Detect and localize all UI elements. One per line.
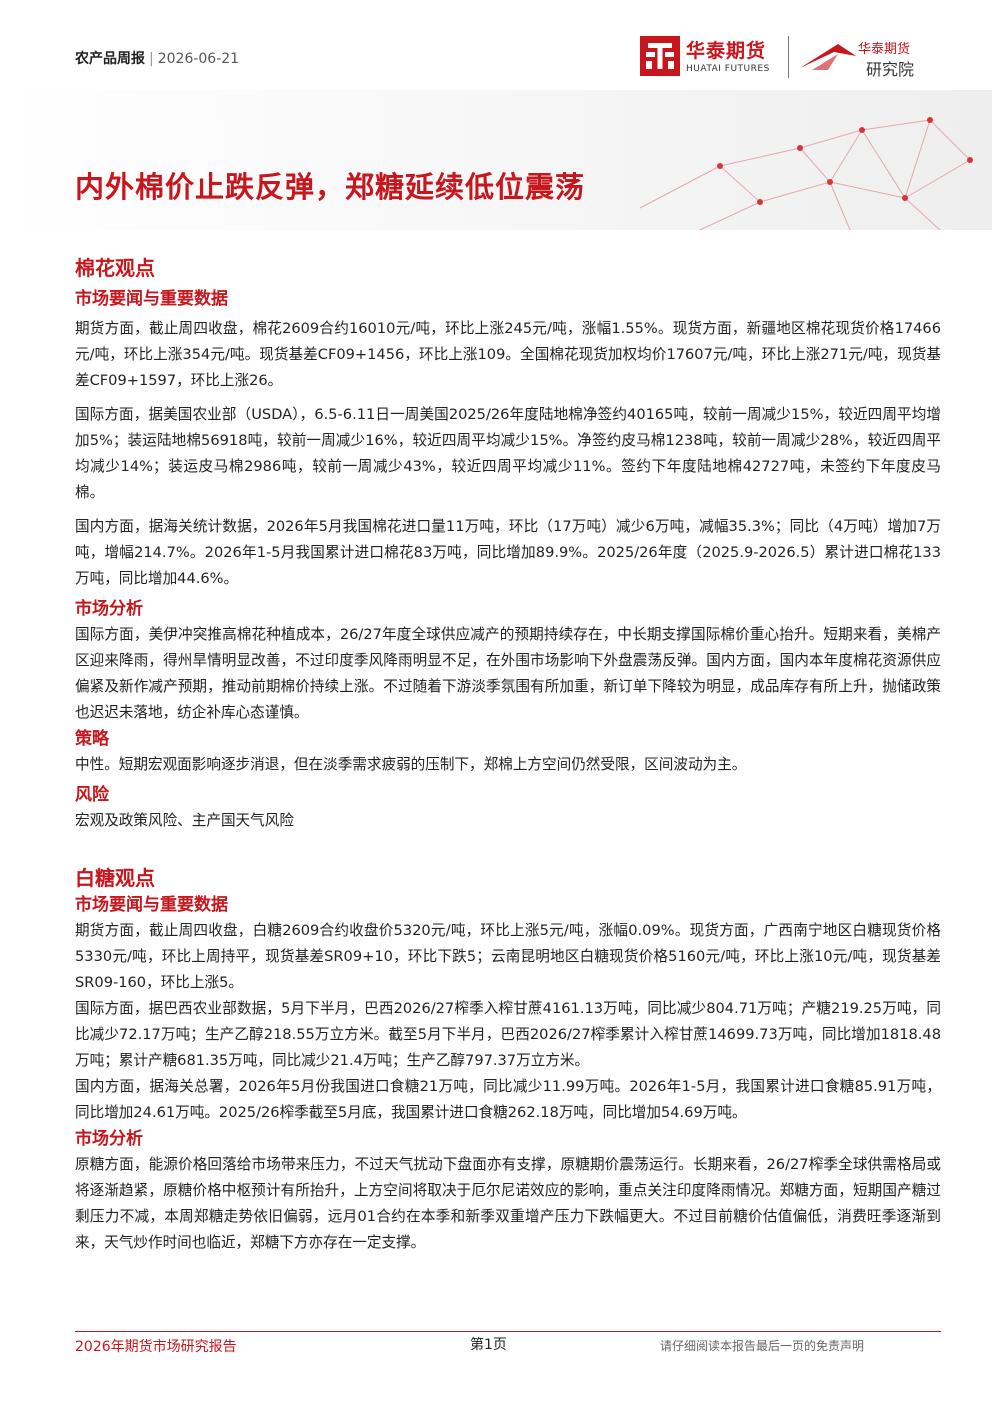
logo-cn: 华泰期货: [686, 40, 767, 62]
report-date: 2026-06-21: [157, 51, 240, 67]
cotton-strategy-paragraph: 中性。短期宏观面影响逐步消退，但在淡季需求疲弱的压制下，郑棉上方空间仍然受限，区…: [75, 756, 747, 773]
cotton-strategy-heading: 策略: [75, 729, 109, 749]
cotton-risk-heading: 风险: [75, 785, 109, 805]
header-banner-decoration: [0, 90, 992, 230]
institute-suffix: 研究院: [866, 60, 915, 79]
cotton-news-paragraph: 期货方面，截止周四收盘，棉花2609合约16010元/吨，环比上涨245元/吨，…: [75, 320, 941, 389]
institute-name: 华泰期货: [858, 42, 911, 57]
cotton-news-heading: 市场要闻与重要数据: [75, 289, 228, 309]
report-type: 农产品周报: [75, 51, 145, 67]
cotton-section: 棉花观点 市场要闻与重要数据 期货方面，截止周四收盘，棉花2609合约16010…: [75, 254, 941, 834]
institute-bird-icon: [800, 44, 856, 70]
sugar-section: 白糖观点 市场要闻与重要数据 期货方面，截止周四收盘，白糖2609合约收盘价53…: [75, 864, 941, 1256]
sugar-news-paragraph: 国际方面，据巴西农业部数据，5月下半月，巴西2026/27榨季入榨甘蔗4161.…: [75, 1000, 941, 1069]
cotton-risk-paragraph: 宏观及政策风险、主产国天气风险: [75, 812, 294, 829]
company-logo: 华泰期货 HUATAI FUTURES 华泰期货 研究院: [640, 34, 930, 84]
huatai-logo-icon: [640, 36, 680, 76]
page-title: 内外棉价止跌反弹，郑糖延续低位震荡: [75, 170, 586, 204]
cotton-analysis-paragraph: 国际方面，美伊冲突推高棉花种植成本，26/27年度全球供应减产的预期持续存在，中…: [75, 626, 941, 721]
footer-disclaimer: 请仔细阅读本报告最后一页的免责声明: [660, 1339, 865, 1353]
sugar-news-paragraph: 国内方面，据海关总署，2026年5月份我国进口食糖21万吨，同比减少11.99万…: [75, 1078, 941, 1121]
logo-divider: [788, 36, 789, 78]
cotton-analysis-heading: 市场分析: [75, 599, 143, 619]
sugar-analysis-heading: 市场分析: [75, 1129, 143, 1149]
report-header: 农产品周报|2026-06-21: [75, 48, 239, 68]
sugar-analysis-paragraph: 原糖方面，能源价格回落给市场带来压力，不过天气扰动下盘面亦有支撑，原糖期价震荡运…: [75, 1156, 941, 1251]
footer-divider: [75, 1331, 941, 1332]
page-number: 第1页: [470, 1337, 507, 1353]
sugar-news-heading: 市场要闻与重要数据: [75, 895, 228, 915]
footer-report-name: 2026年期货市场研究报告: [75, 1339, 237, 1355]
cotton-heading: 棉花观点: [75, 256, 155, 280]
cotton-news-paragraph: 国际方面，据美国农业部（USDA），6.5-6.11日一周美国2025/26年度…: [75, 406, 941, 501]
sugar-news-paragraph: 期货方面，截止周四收盘，白糖2609合约收盘价5320元/吨，环比上涨5元/吨，…: [75, 922, 941, 991]
cotton-news-paragraph: 国内方面，据海关统计数据，2026年5月我国棉花进口量11万吨，环比（17万吨）…: [75, 518, 941, 587]
sugar-heading: 白糖观点: [75, 866, 155, 890]
logo-en: HUATAI FUTURES: [686, 64, 770, 74]
header-separator: |: [149, 51, 154, 67]
report-body: 棉花观点 市场要闻与重要数据 期货方面，截止周四收盘，棉花2609合约16010…: [75, 254, 941, 1256]
